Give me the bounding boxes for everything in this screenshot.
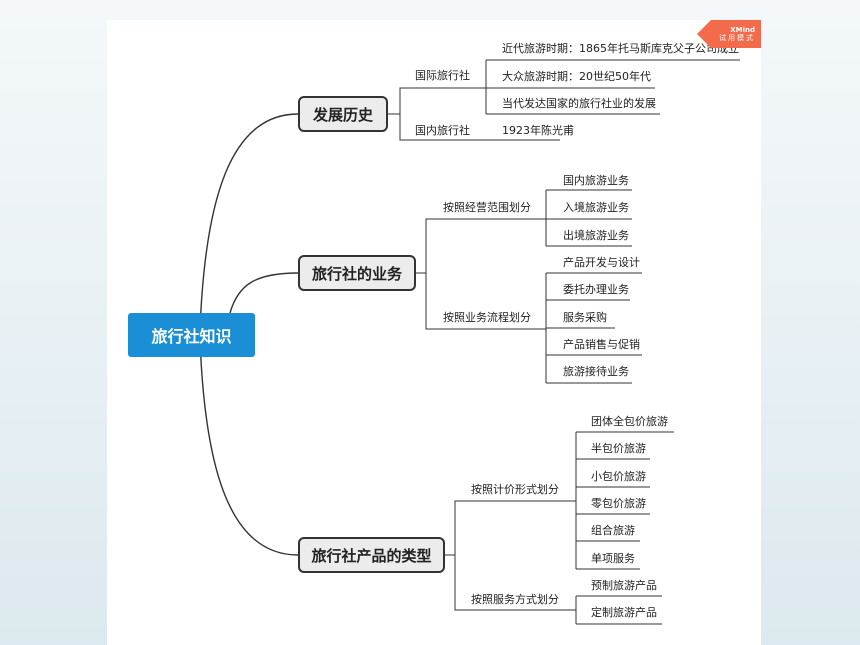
leaf-label[interactable]: 单项服务 [591,552,635,565]
leaf-label[interactable]: 预制旅游产品 [591,579,657,592]
branch-product-types[interactable]: 旅行社产品的类型 [298,537,445,573]
group-label[interactable]: 按照业务流程划分 [443,311,531,324]
badge-mode: 试用模式 [719,34,755,42]
leaf-label[interactable]: 近代旅游时期：1865年托马斯库克父子公司成立 [502,42,739,55]
leaf-label[interactable]: 零包价旅游 [591,497,646,510]
leaf-label[interactable]: 委托办理业务 [563,283,629,296]
leaf-label[interactable]: 组合旅游 [591,524,635,537]
leaf-label[interactable]: 当代发达国家的旅行社业的发展 [502,97,656,110]
leaf-label[interactable]: 产品销售与促销 [563,338,640,351]
group-label[interactable]: 国际旅行社 [415,69,470,82]
leaf-label[interactable]: 定制旅游产品 [591,606,657,619]
connector-line [454,555,568,611]
connector-line [388,87,475,115]
group-label[interactable]: 国内旅行社 [415,124,470,137]
leaf-label[interactable]: 小包价旅游 [591,470,646,483]
leaf-label[interactable]: 半包价旅游 [591,442,646,455]
leaf-label[interactable]: 出境旅游业务 [563,229,629,242]
badge-brand: XMind [730,26,755,34]
connector-line [199,113,299,331]
trial-mode-badge: XMind 试用模式 [697,20,761,48]
group-label[interactable]: 按照计价形式划分 [471,483,559,496]
connector-line [199,339,299,556]
group-label[interactable]: 按照经营范围划分 [443,201,531,214]
leaf-label[interactable]: 国内旅游业务 [563,174,629,187]
leaf-label[interactable]: 大众旅游时期：20世纪50年代 [502,70,651,83]
leaf-label[interactable]: 产品开发与设计 [563,256,640,269]
connector-line [399,114,560,141]
leaf-label[interactable]: 服务采购 [563,311,607,324]
root-node[interactable]: 旅行社知识 [128,313,255,357]
group-label[interactable]: 按照服务方式划分 [471,593,559,606]
connector-line [425,273,540,330]
branch-history[interactable]: 发展历史 [298,96,388,132]
connector-line [229,272,299,314]
connector-line [445,500,568,556]
branch-business[interactable]: 旅行社的业务 [298,255,416,291]
connector-line [416,218,540,274]
leaf-label[interactable]: 旅游接待业务 [563,365,629,378]
leaf-label[interactable]: 团体全包价旅游 [591,415,668,428]
leaf-label[interactable]: 1923年陈光甫 [502,124,574,137]
leaf-label[interactable]: 入境旅游业务 [563,201,629,214]
